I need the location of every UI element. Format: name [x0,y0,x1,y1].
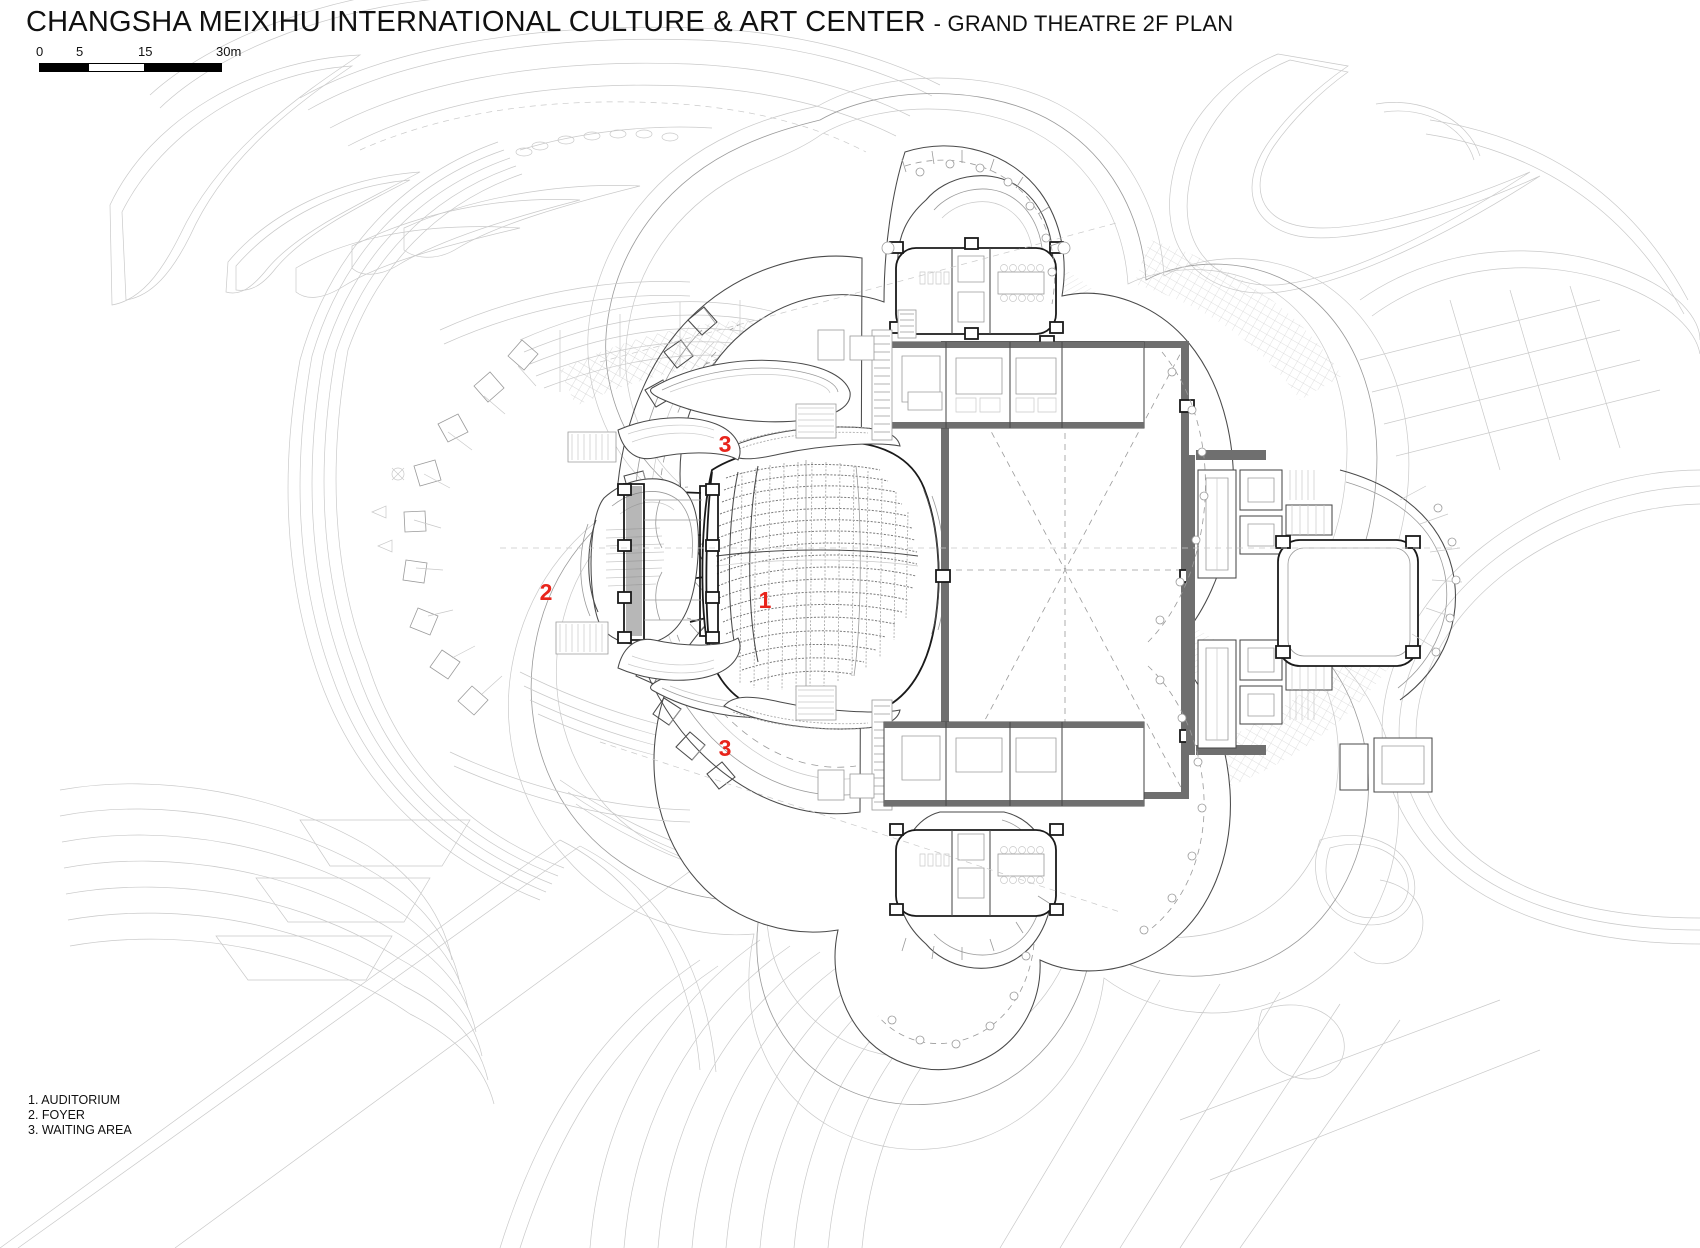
scale-segment-5-15 [89,63,144,72]
page-title: CHANGSHA MEIXIHU INTERNATIONAL CULTURE &… [26,6,926,38]
sheet-title-block: CHANGSHA MEIXIHU INTERNATIONAL CULTURE &… [26,6,1233,39]
south-wing [883,721,1145,969]
legend-item-foyer: 2. FOYER [28,1108,85,1122]
scale-segment-0-5 [39,63,89,72]
scale-tick-15: 15 [138,44,153,59]
page-subtitle: - GRAND THEATRE 2F PLAN [933,11,1234,36]
auditorium-area [701,426,946,730]
plan-equipment-details [371,221,1460,913]
marker-foyer: 2 [540,579,553,605]
scale-bar: 0 5 15 30m [36,44,256,76]
scale-tick-0: 0 [36,44,44,59]
marker-waiting-north: 3 [719,431,732,457]
north-wing [871,175,1145,811]
stage-and-backstage [402,339,741,716]
marker-auditorium: 1 [759,587,772,613]
back-of-house-wing [1186,450,1463,793]
facade-mullion-ring [877,150,1209,1049]
scale-tick-30: 30m [216,44,242,59]
scale-tick-5: 5 [76,44,84,59]
legend: 1. AUDITORIUM 2. FOYER 3. WAITING AREA [28,1093,132,1138]
stage-structural-walls [617,483,720,644]
legend-item-waiting-area: 3. WAITING AREA [28,1123,132,1137]
legend-item-auditorium: 1. AUDITORIUM [28,1093,121,1107]
scale-bar-graphic [39,63,222,72]
scale-segment-15-30 [144,63,222,72]
marker-waiting-south: 3 [719,735,732,761]
